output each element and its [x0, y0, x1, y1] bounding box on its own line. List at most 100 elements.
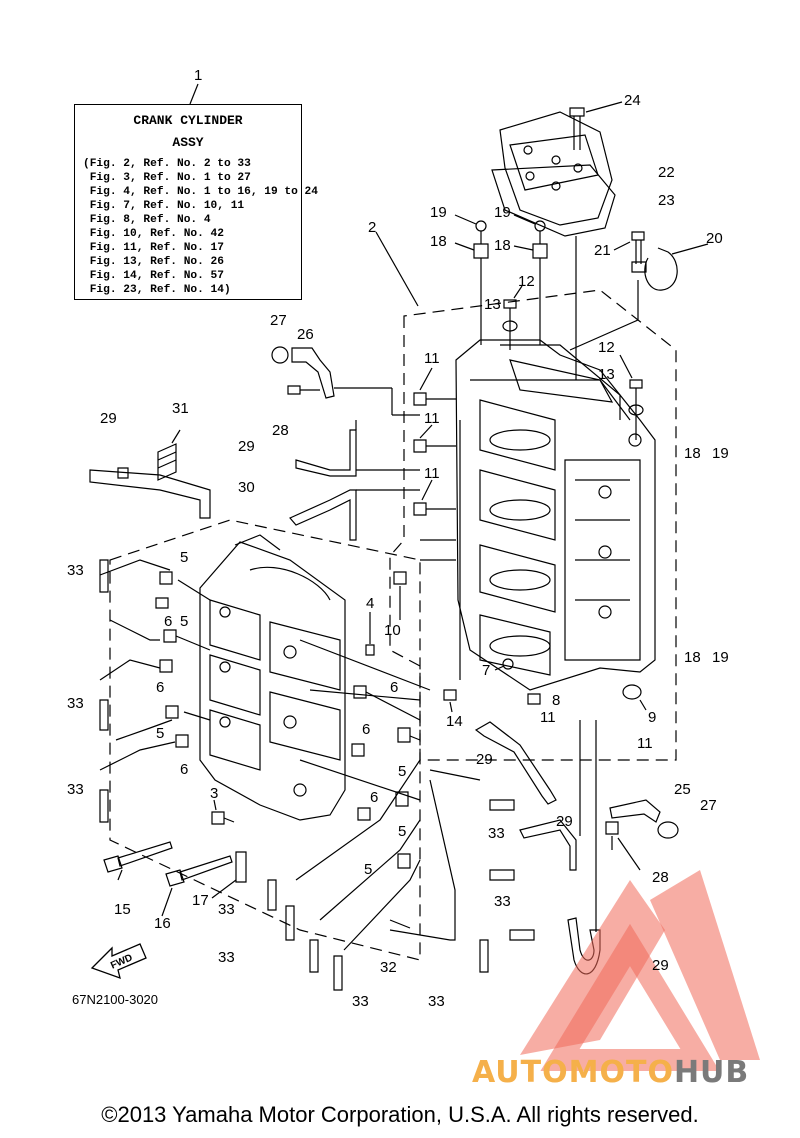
- callout-29: 29: [238, 438, 255, 455]
- callout-20: 20: [706, 230, 723, 247]
- legend-line: Fig. 23, Ref. No. 14): [83, 284, 231, 296]
- leader-2: [375, 231, 419, 307]
- small-parts-center: [365, 571, 647, 932]
- callout-2: 2: [368, 219, 377, 236]
- legend-line: Fig. 4, Ref. No. 1 to 16, 19 to 24: [83, 186, 318, 198]
- callout-4: 4: [366, 595, 375, 612]
- callout-12: 12: [598, 339, 615, 356]
- fwd-arrow: [90, 943, 147, 980]
- callout-11: 11: [424, 465, 440, 482]
- callout-11: 11: [424, 410, 440, 427]
- hoses-33-left: [99, 559, 176, 823]
- callout-7: 7: [482, 662, 491, 679]
- callout-31: 31: [172, 400, 189, 417]
- callout-19: 19: [494, 204, 511, 221]
- callout-11: 11: [637, 735, 653, 752]
- callout-33: 33: [218, 949, 235, 966]
- callout-29: 29: [652, 957, 669, 974]
- legend-line: Fig. 13, Ref. No. 26: [83, 256, 224, 268]
- bolt-21: [569, 231, 645, 351]
- callout-29: 29: [476, 751, 493, 768]
- callout-18: 18: [430, 233, 447, 250]
- callout-13: 13: [598, 366, 615, 383]
- callout-33: 33: [428, 993, 445, 1010]
- callout-5: 5: [398, 823, 407, 840]
- callout-33: 33: [488, 825, 505, 842]
- callout-19: 19: [712, 649, 729, 666]
- fittings-5-6: [155, 571, 421, 869]
- callout-8: 8: [552, 692, 561, 709]
- watermark-logo: [520, 870, 760, 1071]
- cylinder-head-cover: [491, 111, 616, 380]
- callout-5: 5: [398, 763, 407, 780]
- callout-5: 5: [156, 725, 165, 742]
- legend-line: Fig. 11, Ref. No. 17: [83, 242, 224, 254]
- callout-12: 12: [518, 273, 535, 290]
- legend-line: Fig. 10, Ref. No. 42: [83, 228, 224, 240]
- legend-line: Fig. 3, Ref. No. 1 to 27: [83, 172, 251, 184]
- legend-line: Fig. 14, Ref. No. 57: [83, 270, 224, 282]
- callout-15: 15: [114, 901, 131, 918]
- callout-33: 33: [494, 893, 511, 910]
- fittings-11: [413, 367, 456, 516]
- callout-5: 5: [180, 549, 189, 566]
- legend-title-line1: CRANK CYLINDER: [133, 113, 243, 128]
- plug-12-13-top: [502, 285, 644, 440]
- crankcase: [199, 534, 346, 821]
- callout-24: 24: [624, 92, 641, 109]
- watermark-text: AUTOMOTOHUB: [472, 1055, 749, 1090]
- legend-title-line2: ASSY: [172, 135, 204, 150]
- anode-cover-25: [605, 799, 679, 871]
- callout-6: 6: [164, 613, 173, 630]
- connection-lines: [299, 420, 481, 781]
- callout-11: 11: [540, 709, 556, 726]
- hoses-upper: [89, 420, 420, 541]
- callout-18: 18: [684, 445, 701, 462]
- diagram-part-number: 67N2100-3020: [72, 992, 159, 1007]
- callout-33: 33: [218, 901, 235, 918]
- callout-33: 33: [67, 562, 84, 579]
- callout-6: 6: [362, 721, 371, 738]
- callout-18: 18: [494, 237, 511, 254]
- callout-6: 6: [390, 679, 399, 696]
- callout-6: 6: [180, 761, 189, 778]
- callout-33: 33: [352, 993, 369, 1010]
- callout-26: 26: [297, 326, 314, 343]
- legend-line: (Fig. 2, Ref. No. 2 to 33: [83, 158, 251, 170]
- callout-21: 21: [594, 242, 611, 259]
- assembly-legend: CRANK CYLINDER ASSY (Fig. 2, Ref. No. 2 …: [74, 104, 318, 300]
- leader-1: [189, 83, 199, 105]
- callout-6: 6: [370, 789, 379, 806]
- callout-6: 6: [156, 679, 165, 696]
- copyright-notice: ©2013 Yamaha Motor Corporation, U.S.A. A…: [101, 1102, 699, 1127]
- fitting-3: [211, 799, 235, 825]
- clip-31: [157, 429, 181, 481]
- callout-27: 27: [700, 797, 717, 814]
- callout-33: 33: [67, 781, 84, 798]
- callout-30: 30: [238, 479, 255, 496]
- callout-19: 19: [712, 445, 729, 462]
- callout-28: 28: [652, 869, 669, 886]
- callout-25: 25: [674, 781, 691, 798]
- cylinder-block: [455, 339, 656, 691]
- callout-32: 32: [380, 959, 397, 976]
- hoses-33-lower: [267, 759, 535, 991]
- anode-cover-26: [271, 346, 420, 416]
- bolts-19-top: [454, 214, 548, 345]
- callout-29: 29: [100, 410, 117, 427]
- clamp-20: [631, 243, 709, 291]
- callout-11: 11: [424, 350, 440, 367]
- legend-line: Fig. 8, Ref. No. 4: [83, 214, 211, 226]
- callout-19: 19: [430, 204, 447, 221]
- callout-5: 5: [364, 861, 373, 878]
- watermark-text-part1: AUTOMOTO: [472, 1055, 674, 1090]
- callout-5: 5: [180, 613, 189, 630]
- callout-28: 28: [272, 422, 289, 439]
- callout-10: 10: [384, 622, 401, 639]
- callout-1: 1: [194, 67, 203, 84]
- callout-23: 23: [658, 192, 675, 209]
- callout-14: 14: [446, 713, 463, 730]
- callout-18: 18: [684, 649, 701, 666]
- callout-3: 3: [210, 785, 219, 802]
